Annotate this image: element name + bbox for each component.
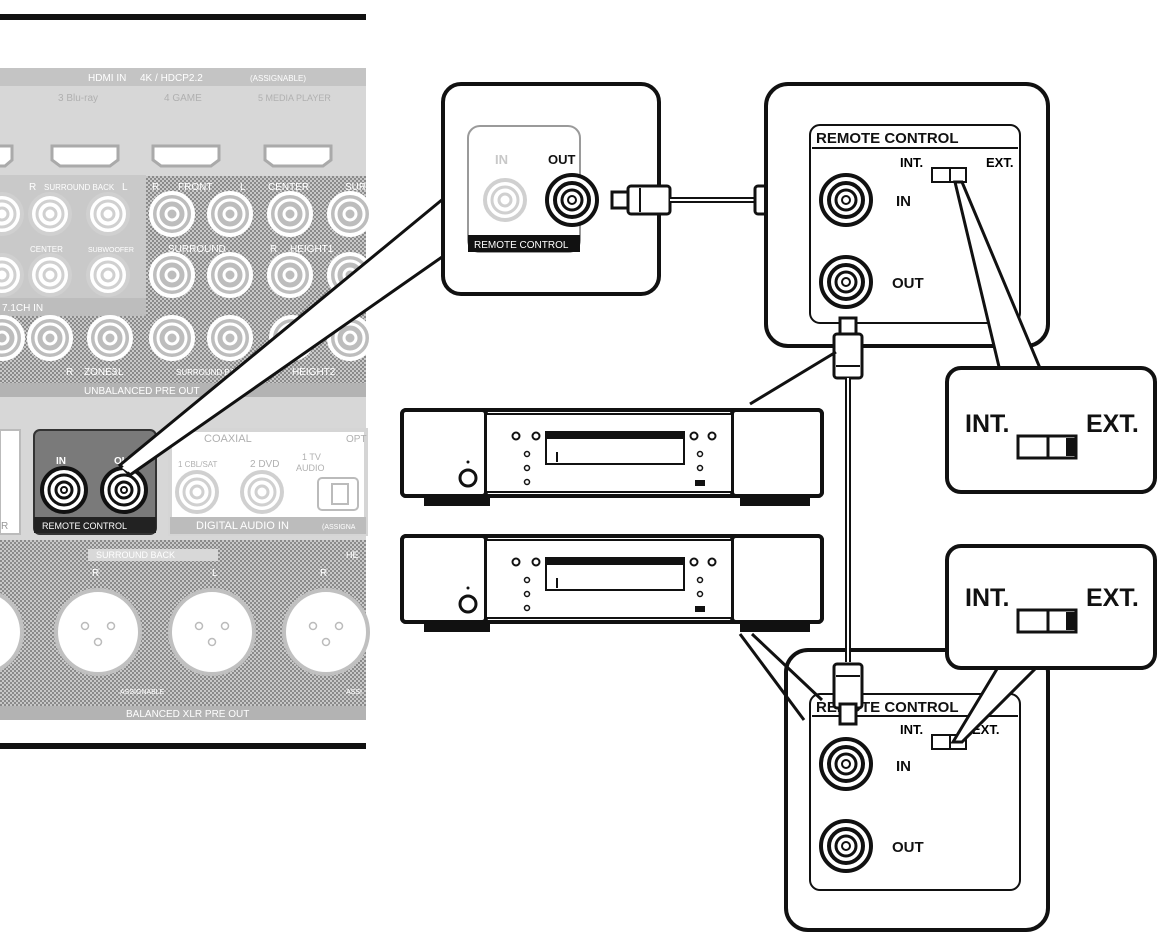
hdmi-assignable: (ASSIGNABLE) xyxy=(250,74,306,83)
device1-int-label: INT. xyxy=(900,155,923,170)
receiver-remote-zoom: IN OUT REMOTE CONTROL xyxy=(441,82,661,296)
label-height2: HEIGHT2 xyxy=(292,367,336,378)
device2-out-jack[interactable] xyxy=(819,819,873,873)
label-assignable: ASSIGNABLE xyxy=(120,689,165,696)
label-sur: SUR xyxy=(345,182,366,193)
label-surround-back: SURROUND BACK xyxy=(44,183,115,192)
hdmi-ports xyxy=(0,144,333,168)
receiver-rc-out-jack[interactable] xyxy=(100,466,148,514)
label-unbalanced: UNBALANCED PRE OUT xyxy=(84,386,200,397)
l-marker-zone3: L xyxy=(118,367,124,378)
label-center-2: CENTER xyxy=(30,245,63,254)
device2-in-jack[interactable] xyxy=(819,737,873,791)
label-coax-audio: AUDIO xyxy=(296,463,325,473)
label-coax-2: 2 DVD xyxy=(250,459,279,470)
label-coax-3: 1 TV xyxy=(302,452,321,462)
hdmi-spec: 4K / HDCP2.2 xyxy=(140,73,203,84)
switch2-ext-label: EXT. xyxy=(1086,584,1139,612)
switch-zoom-2: INT. EXT. xyxy=(945,544,1157,670)
zoom-fill xyxy=(122,196,455,472)
hdmi-input-5: 5 MEDIA PLAYER xyxy=(258,93,331,103)
xlr-r-marker-2: R xyxy=(320,568,327,579)
label-coaxial: COAXIAL xyxy=(204,433,252,445)
device1-out-jack[interactable] xyxy=(819,255,873,309)
switch1-int-label: INT. xyxy=(965,410,1009,438)
hdmi-input-3: 3 Blu-ray xyxy=(58,93,98,104)
label-balanced: BALANCED XLR PRE OUT xyxy=(126,709,249,720)
zoom-rc-out-jack[interactable] xyxy=(545,173,599,227)
device1-rc-title: REMOTE CONTROL xyxy=(816,130,959,147)
player-1 xyxy=(400,408,824,506)
device1-out-label: OUT xyxy=(892,275,924,292)
label-front: FRONT xyxy=(178,182,212,193)
zoom-rc-in-label: IN xyxy=(495,152,508,167)
label-coax-1: 1 CBL/SAT xyxy=(178,460,218,469)
label-r-left: R xyxy=(1,521,8,532)
switch1-ext-label: EXT. xyxy=(1086,410,1139,438)
device1-ext-label: EXT. xyxy=(986,155,1013,170)
hdmi-header: HDMI IN xyxy=(88,73,126,84)
label-opt: OPT xyxy=(346,434,367,445)
receiver-rc-in-label: IN xyxy=(56,456,66,467)
receiver-rc-in-jack[interactable] xyxy=(40,466,88,514)
label-assi: ASSI xyxy=(346,689,362,696)
label-subwoofer: SUBWOOFER xyxy=(88,247,134,254)
label-surround-back-2: SURROUND BACK xyxy=(176,368,247,377)
label-surround: SURROUND xyxy=(168,244,226,255)
xlr-r-marker-1: R xyxy=(92,568,99,579)
device1-in-jack[interactable] xyxy=(819,173,873,227)
cable-vertical-plug xyxy=(832,662,864,726)
label-height1: HEIGHT1 xyxy=(290,244,334,255)
r-marker-1: R xyxy=(29,182,36,193)
label-xlr-surround-back: SURROUND BACK xyxy=(96,550,175,560)
switch-zoom-1: INT. EXT. xyxy=(945,366,1157,494)
device2-out-label: OUT xyxy=(892,839,924,856)
zoom-rc-label: REMOTE CONTROL xyxy=(474,240,569,251)
player-zoom-lines xyxy=(738,350,837,721)
label-assignable-short: (ASSIGNA xyxy=(322,524,356,531)
label-center: CENTER xyxy=(268,182,309,193)
player2-power-button[interactable] xyxy=(458,594,478,614)
label-xlr-he: HE xyxy=(346,550,359,560)
receiver-rear-panel: HDMI IN 4K / HDCP2.2 (ASSIGNABLE) 3 Blu-… xyxy=(0,14,373,749)
hdmi-input-4: 4 GAME xyxy=(164,93,202,104)
receiver-rc-label: REMOTE CONTROL xyxy=(42,521,127,531)
ch7-label: 7.1CH IN xyxy=(2,303,43,314)
player1-power-button[interactable] xyxy=(458,468,478,488)
xlr-l-marker: L xyxy=(212,568,218,579)
l-marker-2: L xyxy=(240,182,246,193)
r-marker-zone3: R xyxy=(66,367,73,378)
zoom-rc-out-label: OUT xyxy=(548,152,576,167)
device1-in-label: IN xyxy=(896,193,911,210)
label-zone3: ZONE3 xyxy=(84,367,118,378)
device2-in-label: IN xyxy=(896,758,911,775)
r-marker-2: R xyxy=(152,182,159,193)
player-2 xyxy=(400,534,824,632)
zoom-rc-in-jack[interactable] xyxy=(483,178,527,222)
label-digital-audio-in: DIGITAL AUDIO IN xyxy=(196,520,289,532)
l-marker-1: L xyxy=(122,182,128,193)
r-marker-3: R xyxy=(270,244,277,255)
device2-int-label: INT. xyxy=(900,722,923,737)
switch2-int-label: INT. xyxy=(965,584,1009,612)
